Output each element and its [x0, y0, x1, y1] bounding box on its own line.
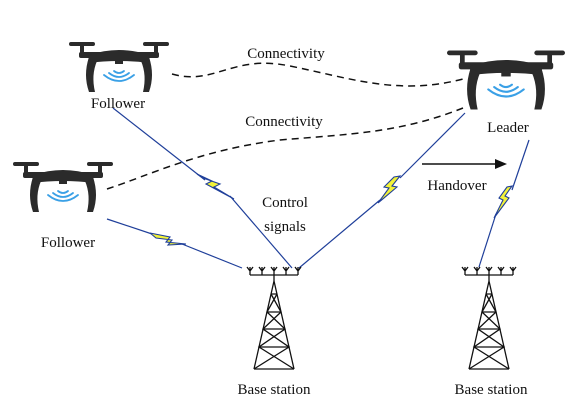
- leader-label: Leader: [487, 120, 529, 136]
- lightning-bolt-icon: [493, 185, 514, 219]
- lightning-bolt-icon: [149, 232, 187, 246]
- control-signals-label-line2: signals: [264, 219, 306, 235]
- follower-left-label: Follower: [41, 235, 95, 251]
- control-link-leader-bs2: [478, 139, 530, 268]
- connectivity-link-mid: [106, 107, 464, 190]
- connectivity-link-top: [171, 62, 464, 87]
- lightning-bolt-icon: [377, 175, 402, 204]
- base-station-label-1: Base station: [238, 382, 311, 398]
- drone-icon: [12, 161, 114, 213]
- drone-icon: [68, 41, 170, 93]
- handover-label: Handover: [427, 178, 486, 194]
- control-link-leader: [298, 112, 466, 269]
- lightning-bolt-icon: [196, 173, 235, 200]
- control-link-follower-left: [106, 218, 243, 269]
- connectivity-label-mid: Connectivity: [245, 114, 323, 130]
- base-station-label-2: Base station: [455, 382, 528, 398]
- follower-top-label: Follower: [91, 96, 145, 112]
- drone-icon: [445, 49, 567, 111]
- control-signals-label-line1: Control: [262, 195, 308, 211]
- connectivity-label-top: Connectivity: [247, 46, 325, 62]
- control-link-follower-top: [112, 107, 293, 269]
- base-station-tower-icon: [461, 266, 517, 370]
- base-station-tower-icon: [246, 266, 302, 370]
- arrow-right-icon: [422, 159, 507, 169]
